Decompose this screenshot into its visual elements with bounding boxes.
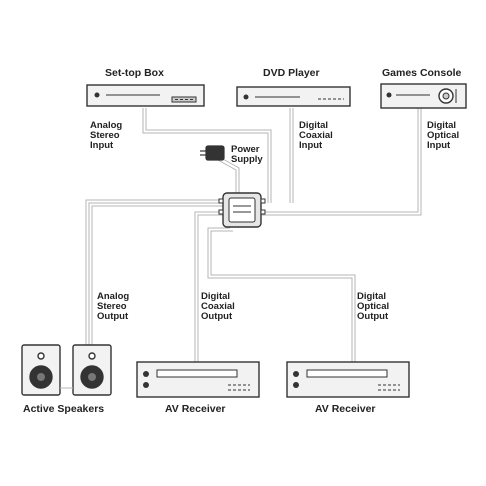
cable-optical-output (207, 227, 356, 362)
settop-box-label: Set-top Box (105, 67, 164, 79)
settop-box-device (86, 84, 205, 107)
av-receiver-2-label: AV Receiver (315, 403, 376, 415)
cable-settop-input (142, 108, 272, 203)
av-receiver-1-device (136, 361, 260, 398)
digital-coaxial-input-label: Digital Coaxial Input (299, 120, 333, 151)
right-speaker-device (72, 344, 112, 396)
av-receiver-2-device (286, 361, 410, 398)
cable-dvd-coax-input (289, 108, 294, 203)
converter-device (218, 192, 266, 228)
digital-optical-output-label: Digital Optical Output (357, 291, 390, 322)
av-receiver-1-label: AV Receiver (165, 403, 226, 415)
analog-stereo-output-label: Analog Stereo Output (97, 291, 130, 322)
cable-analog-output (85, 199, 223, 345)
dvd-player-device (236, 86, 351, 107)
cable-games-optical-input (262, 108, 422, 216)
digital-coaxial-output-label: Digital Coaxial Output (201, 291, 235, 322)
active-speakers-label: Active Speakers (23, 403, 105, 415)
power-supply-device (200, 145, 225, 161)
power-supply-label: Power Supply (231, 144, 263, 165)
dvd-player-label: DVD Player (263, 67, 320, 79)
cable-power (217, 157, 240, 193)
games-console-label: Games Console (382, 67, 462, 79)
cables (85, 108, 422, 362)
games-console-device (380, 83, 467, 109)
cable-coax-output (194, 211, 223, 362)
left-speaker-device (21, 344, 61, 396)
digital-optical-input-label: Digital Optical Input (427, 120, 460, 151)
analog-stereo-input-label: Analog Stereo Input (90, 120, 123, 151)
